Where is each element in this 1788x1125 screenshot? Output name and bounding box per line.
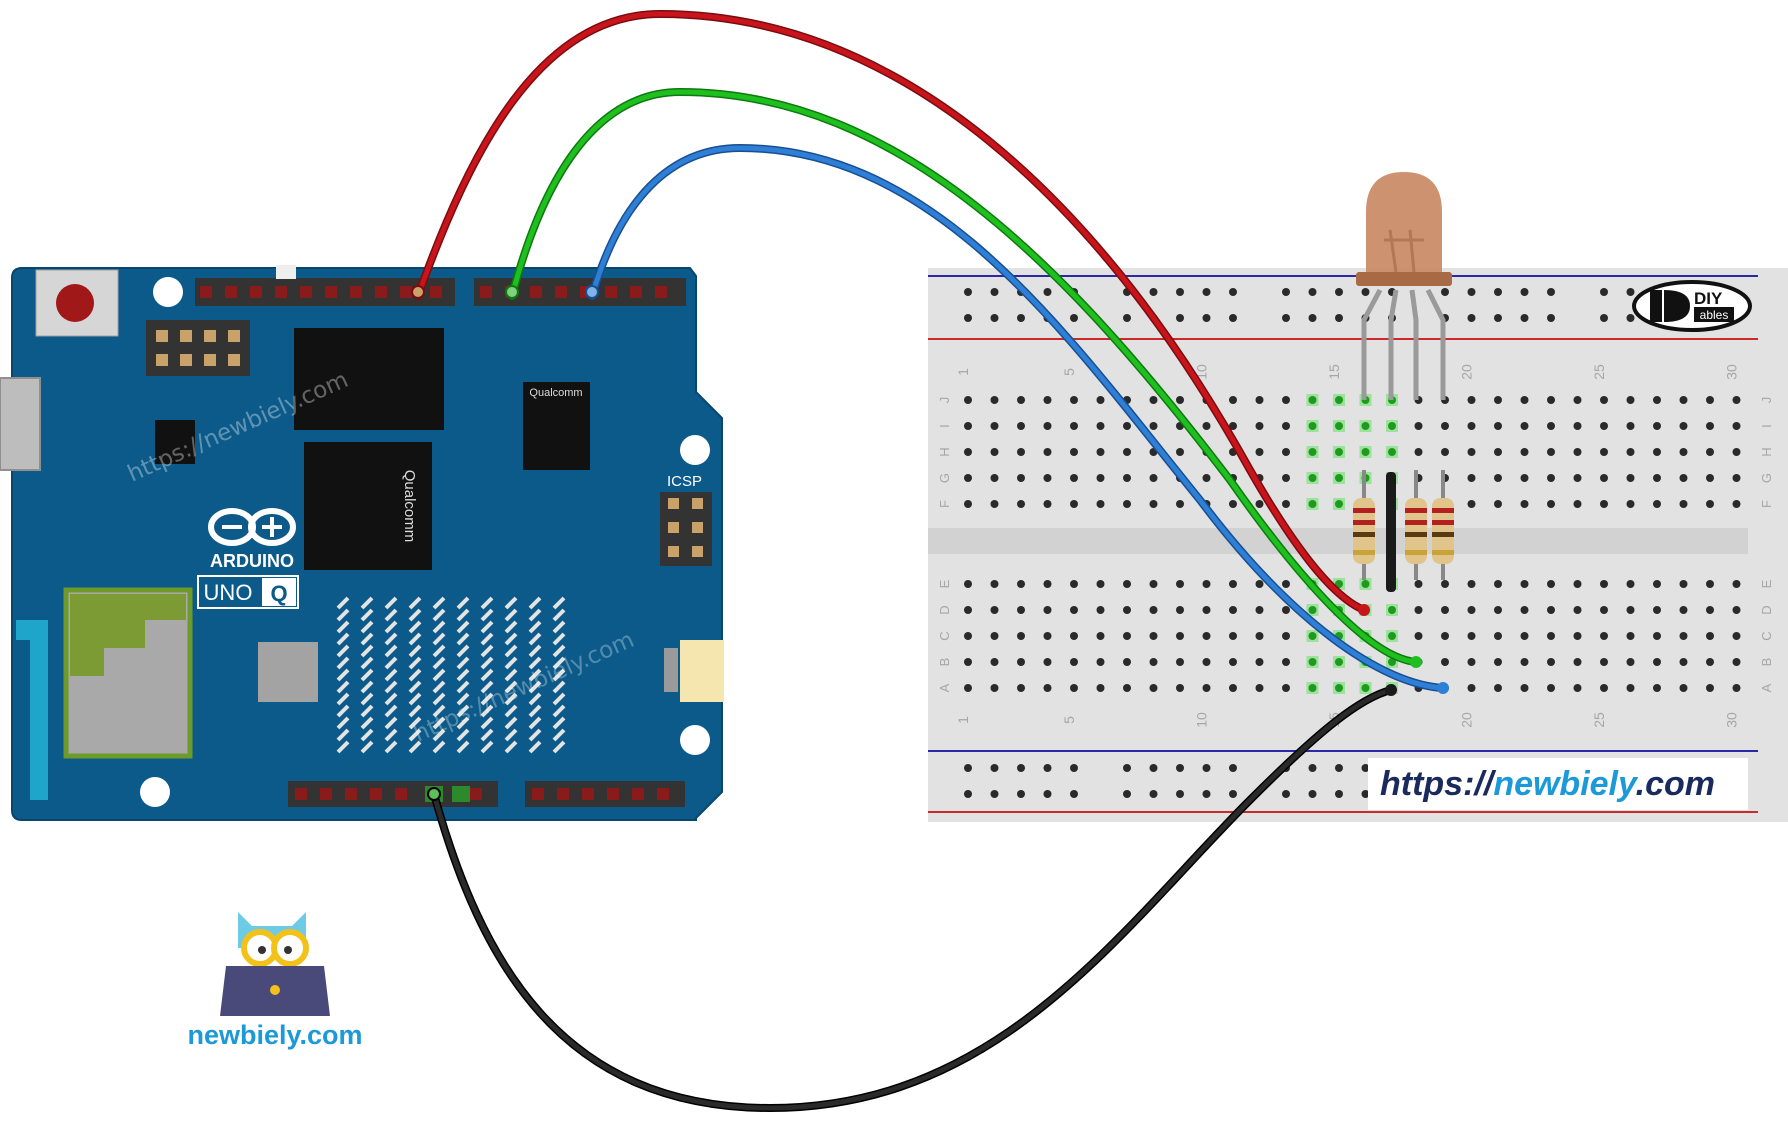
row-letter: H	[937, 447, 952, 456]
row-letter: A	[937, 683, 952, 692]
row-letter: G	[1759, 473, 1774, 483]
column-number: 30	[1724, 364, 1740, 380]
row-letter: C	[1759, 631, 1774, 640]
column-number: 1	[955, 716, 971, 724]
row-letter: G	[937, 473, 952, 483]
column-number: 5	[1061, 716, 1077, 724]
arduino-logo-icon	[208, 508, 296, 546]
resistor-blue	[1432, 470, 1454, 580]
svg-text:https://newbiely.com: https://newbiely.com	[1380, 765, 1715, 803]
row-letter: J	[1759, 397, 1774, 404]
url-banner-domain: newbiely	[1493, 765, 1639, 803]
mascot-caption: newbiely.com	[187, 1020, 362, 1050]
arduino-board: Qualcomm Qualcomm ICSP ARDUINO UNO Q	[0, 265, 724, 821]
row-letter: F	[1759, 500, 1774, 508]
url-banner-prefix: https://	[1380, 765, 1497, 803]
board-model-badge: Q	[270, 581, 287, 606]
common-ground-jumper	[1386, 472, 1396, 592]
row-letter: E	[1759, 579, 1774, 588]
logo-line1: DIY	[1694, 289, 1723, 308]
row-letter: D	[1759, 605, 1774, 614]
column-number: 25	[1591, 364, 1607, 380]
icsp-label: ICSP	[667, 473, 702, 490]
row-letter: J	[937, 397, 952, 404]
row-letter: E	[937, 579, 952, 588]
column-number: 25	[1591, 712, 1607, 728]
row-letter: C	[937, 631, 952, 640]
diyables-logo: DIY ables	[1632, 280, 1752, 332]
column-number: 15	[1326, 364, 1342, 380]
row-letter: D	[937, 605, 952, 614]
row-letter: B	[1759, 658, 1774, 667]
board-brand: ARDUINO	[210, 551, 294, 571]
row-letter: F	[937, 500, 952, 508]
wire-endpoints	[411, 285, 1449, 801]
row-letter: B	[937, 658, 952, 667]
row-letter: H	[1759, 447, 1774, 456]
row-letter: I	[1759, 424, 1774, 428]
column-number: 5	[1061, 368, 1077, 376]
url-banner-suffix: .com	[1636, 765, 1715, 803]
chip-label-main: Qualcomm	[401, 470, 418, 543]
chip-label-small: Qualcomm	[529, 387, 582, 399]
wires	[414, 9, 1447, 1113]
led-matrix	[336, 596, 566, 754]
owl-mascot-icon	[220, 912, 330, 1016]
logo-line2: ables	[1700, 308, 1729, 322]
rgb-led	[1356, 172, 1452, 400]
column-number: 20	[1459, 712, 1475, 728]
column-number: 30	[1724, 712, 1740, 728]
column-number: 1	[955, 368, 971, 376]
row-letter: A	[1759, 683, 1774, 692]
breadboard-row-letters: J J I I H H G G F F E E D D C C B B A A	[937, 397, 1774, 693]
resistor-red	[1353, 470, 1375, 580]
row-letter: I	[937, 424, 952, 428]
url-banner: https://newbiely.com	[1368, 758, 1748, 810]
column-number: 20	[1459, 364, 1475, 380]
resistor-green	[1405, 470, 1427, 580]
board-model: UNO	[204, 580, 253, 605]
column-number: 10	[1194, 712, 1210, 728]
